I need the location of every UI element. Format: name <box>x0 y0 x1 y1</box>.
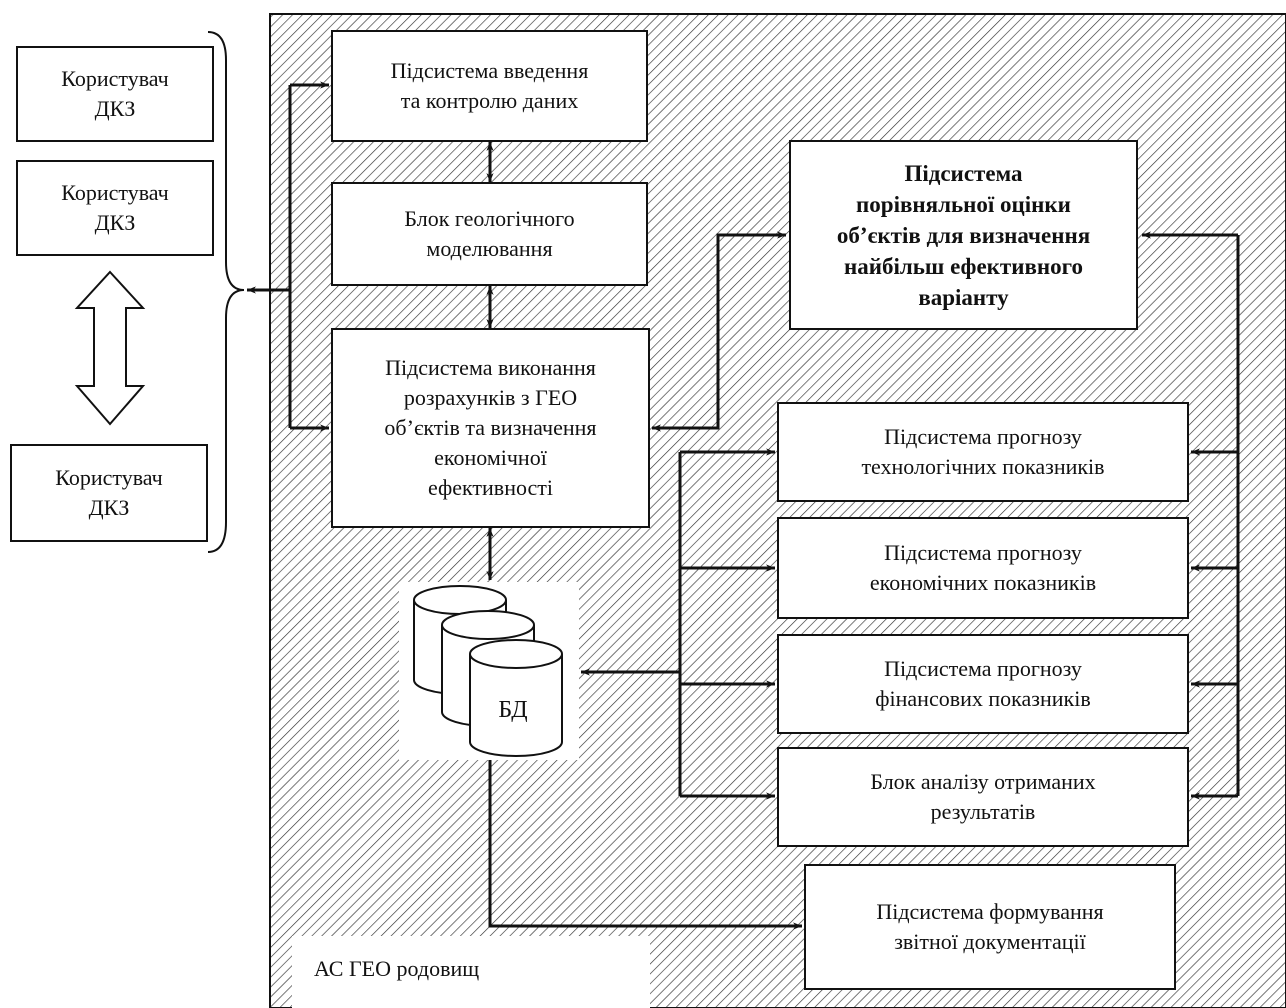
connector-calc-comparative <box>652 231 786 432</box>
user-box-3: Користувач ДКЗ <box>10 444 208 542</box>
database-icon <box>413 585 563 757</box>
block-geo-modeling: Блок геологічного моделювання <box>331 182 648 286</box>
user-box-2: Користувач ДКЗ <box>16 160 214 256</box>
users-exchange-arrow <box>74 270 146 426</box>
block-calculations: Підсистема виконання розрахунків з ГЕО о… <box>331 328 650 528</box>
block-results-analysis: Блок аналізу отриманих результатів <box>777 747 1189 847</box>
block-reporting: Підсистема формування звітної документац… <box>804 864 1176 990</box>
block-econ-forecast: Підсистема прогнозу економічних показник… <box>777 517 1189 619</box>
block-tech-forecast: Підсистема прогнозу технологічних показн… <box>777 402 1189 502</box>
users-brace <box>207 31 245 553</box>
block-input-control: Підсистема введення та контролю даних <box>331 30 648 142</box>
block-fin-forecast: Підсистема прогнозу фінансових показникі… <box>777 634 1189 734</box>
user-box-1: Користувач ДКЗ <box>16 46 214 142</box>
block-comparative: Підсистема порівняльної оцінки об’єктів … <box>789 140 1138 330</box>
system-label: АС ГЕО родовищ <box>292 936 650 1008</box>
connector-db-reporting <box>488 760 802 930</box>
database-label: БД <box>498 697 528 723</box>
